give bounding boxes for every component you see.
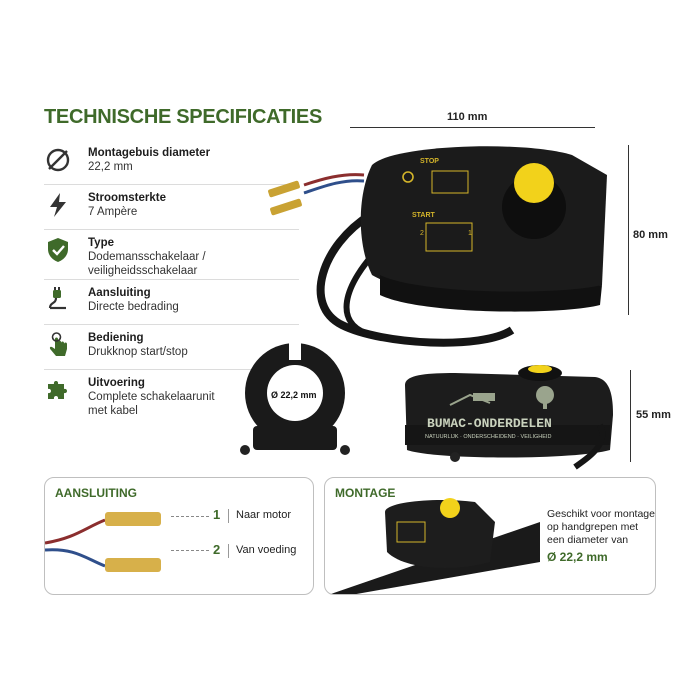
spec-value: 22,2 mm (88, 161, 133, 173)
shield-check-icon (44, 236, 74, 266)
mount-text-1: Geschikt voor montage (547, 508, 655, 520)
height-dimension-line (628, 145, 629, 315)
separator (228, 544, 229, 558)
page-title: TECHNISCHE SPECIFICATIES (44, 106, 323, 128)
spec-item-type: Type Dodemansschakelaar / veiligheidssch… (44, 230, 299, 280)
mounted-switch-image (330, 498, 540, 594)
spec-item-current: Stroomsterkte 7 Ampère (44, 185, 299, 230)
spec-label: Uitvoering (88, 377, 145, 389)
brand-tagline: NATUURLIJK · ONDERSCHEIDEND · VEILIGHEID (425, 434, 551, 440)
mount-diameter: Ø 22,2 mm (547, 550, 608, 564)
spec-value: Dodemansschakelaar / (88, 251, 206, 263)
spec-label: Montagebuis diameter (88, 147, 211, 159)
connector-wires-image (45, 512, 161, 572)
puzzle-icon (44, 376, 74, 406)
spec-label: Bediening (88, 332, 144, 344)
wire-1-lead (171, 516, 209, 517)
spec-value: Complete schakelaarunit (88, 391, 215, 403)
spec-value: Directe bedrading (88, 301, 179, 313)
width-dimension: 110 mm (447, 111, 488, 123)
spec-label: Aansluiting (88, 287, 151, 299)
mount-panel: MONTAGE Geschikt voor montage op handgre… (324, 477, 656, 595)
clamp-photo: Ø 22,2 mm (240, 340, 350, 455)
spec-label: Type (88, 237, 114, 249)
separator (228, 509, 229, 523)
wire-2-lead (171, 550, 209, 551)
spec-item-connection: Aansluiting Directe bedrading (44, 280, 299, 325)
spec-value-2: met kabel (88, 405, 138, 417)
connection-panel: AANSLUITING 1 Naar motor 2 Van voeding (44, 477, 314, 595)
mount-panel-title: MONTAGE (335, 486, 396, 500)
push-button-icon (44, 331, 74, 361)
stop-label: STOP (420, 158, 439, 165)
wire-1-number: 1 (213, 507, 221, 522)
wire-1-label: Naar motor (236, 509, 292, 521)
diameter-icon (44, 146, 74, 176)
wire-2-label: Van voeding (236, 544, 297, 556)
clamp-diameter-label: Ø 22,2 mm (271, 390, 317, 400)
depth-dimension: 55 mm (636, 409, 671, 421)
spec-value: Drukknop start/stop (88, 346, 188, 358)
spec-value: 7 Ampère (88, 206, 138, 218)
width-dimension-line (350, 127, 595, 128)
spec-list: Montagebuis diameter 22,2 mm Stroomsterk… (44, 140, 299, 432)
spec-item-operation: Bediening Drukknop start/stop (44, 325, 299, 370)
brand-name: BUMAC-ONDERDELEN (427, 416, 552, 431)
plug-icon (44, 286, 74, 316)
connection-panel-title: AANSLUITING (55, 486, 137, 500)
spec-value-2: veiligheidsschakelaar (88, 265, 198, 277)
spec-label: Stroomsterkte (88, 192, 166, 204)
start-label: START (412, 212, 436, 219)
step-2-label: 2 (420, 230, 424, 237)
mount-text-3: een diameter van (547, 534, 629, 546)
switch-side-photo: BUMAC-ONDERDELEN NATUURLIJK · ONDERSCHEI… (405, 365, 613, 470)
mount-text-2: op handgrepen met (547, 521, 639, 533)
spec-item-version: Uitvoering Complete schakelaarunit met k… (44, 370, 299, 432)
step-1-label: 1 (468, 230, 472, 237)
spec-item-diameter: Montagebuis diameter 22,2 mm (44, 140, 299, 185)
depth-dimension-line (630, 370, 631, 462)
wire-2-number: 2 (213, 542, 221, 557)
height-dimension: 80 mm (633, 229, 668, 241)
lightning-icon (44, 191, 74, 221)
switch-main-photo: STOP START 2 1 (268, 146, 607, 347)
